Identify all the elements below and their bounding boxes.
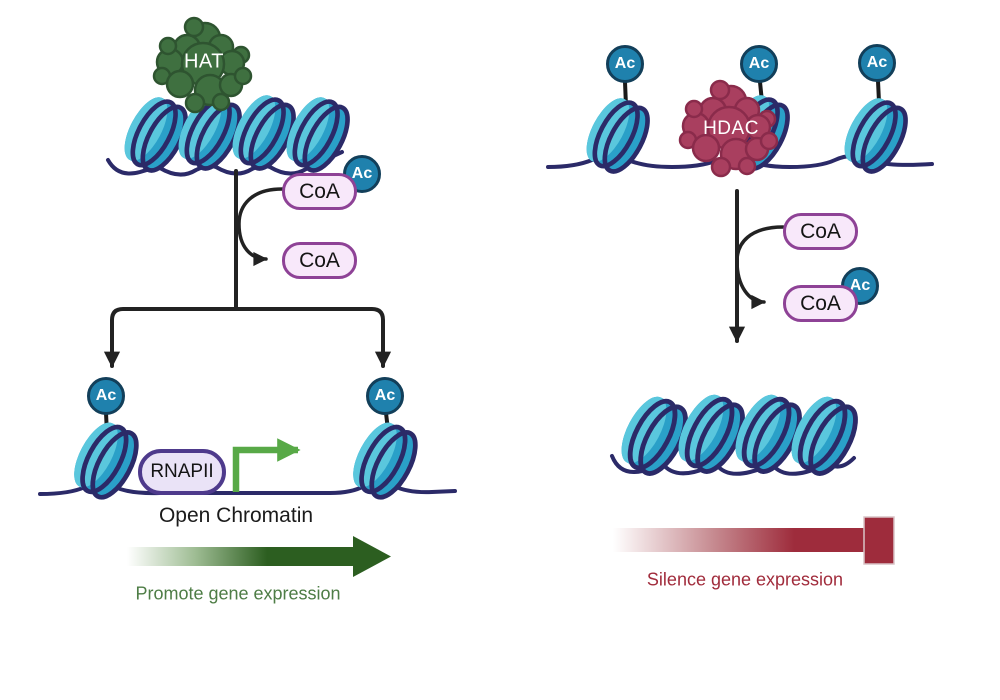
promote-expression-label: Promote gene expression bbox=[135, 583, 341, 604]
acetyl-group-badge: Ac bbox=[606, 45, 644, 83]
coa-exchange-arrow bbox=[735, 225, 785, 310]
acetyl-coa-pill: CoA bbox=[282, 173, 357, 210]
hdac-enzyme-blob bbox=[678, 79, 779, 178]
promote-expression-arrow bbox=[127, 536, 391, 577]
acetyl-group-badge: Ac bbox=[343, 155, 381, 193]
rnapii-pill: RNAPII bbox=[138, 449, 226, 495]
acetyl-group-badge: Ac bbox=[87, 377, 125, 415]
coa-pill: CoA bbox=[282, 242, 357, 279]
acetyl-group-badge: Ac bbox=[740, 45, 778, 83]
silence-expression-arrow bbox=[613, 516, 895, 565]
condensed-nucleosome-array bbox=[612, 388, 866, 481]
hat-enzyme-blob bbox=[152, 16, 253, 114]
open-chromatin-label: Open Chromatin bbox=[158, 504, 314, 527]
transcription-start-arrow bbox=[232, 438, 301, 492]
coa-exchange-arrow bbox=[237, 187, 284, 267]
coa-pill: CoA bbox=[783, 213, 858, 250]
silence-expression-label: Silence gene expression bbox=[646, 569, 844, 590]
hat-pathway-graphics bbox=[38, 16, 457, 577]
nucleosome-array bbox=[116, 89, 358, 178]
hat-label: HAT bbox=[183, 50, 225, 73]
acetyl-group-badge: Ac bbox=[366, 377, 404, 415]
hdac-label: HDAC bbox=[703, 118, 759, 139]
hdac-pathway-graphics bbox=[546, 79, 934, 565]
acetyl-coa-pill: CoA bbox=[783, 285, 858, 322]
branch-arrow bbox=[103, 307, 392, 368]
acetyl-group-badge: Ac bbox=[858, 44, 896, 82]
